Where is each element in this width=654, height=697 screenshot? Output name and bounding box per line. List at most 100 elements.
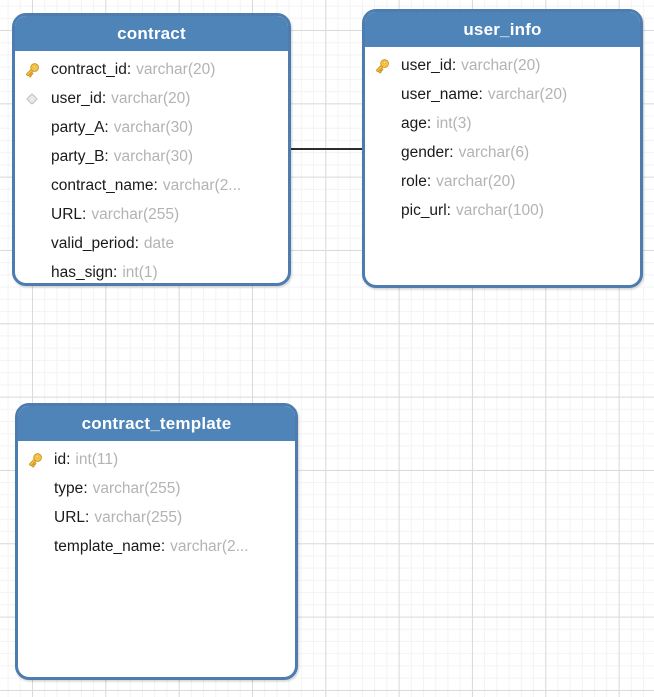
row-valid_period[interactable]: valid_period:date <box>15 229 288 258</box>
field-name: has_sign <box>51 264 114 281</box>
field-name: user_name <box>401 86 479 103</box>
field-type: varchar(20) <box>136 61 216 78</box>
field-separator: : <box>451 57 457 74</box>
field-name: type <box>54 480 84 497</box>
field-name: URL <box>51 206 83 223</box>
field-type: date <box>143 235 175 252</box>
row-id[interactable]: id:int(11) <box>18 445 295 474</box>
no-icon <box>372 173 392 191</box>
field-separator: : <box>126 61 132 78</box>
field-separator: : <box>426 173 432 190</box>
row-has_sign[interactable]: has_sign:int(1) <box>15 258 288 283</box>
field-separator: : <box>153 177 158 194</box>
field-type: varchar(30) <box>113 119 193 136</box>
foreign-key-icon <box>22 90 42 108</box>
no-icon <box>22 119 42 137</box>
field-separator: : <box>449 144 454 161</box>
field-name: user_id <box>51 90 102 107</box>
no-icon <box>22 206 42 224</box>
field-name: pic_url <box>401 202 447 219</box>
column-list: user_id:varchar(20)user_name:varchar(20)… <box>365 47 640 225</box>
row-user_id[interactable]: user_id:varchar(20) <box>365 51 640 80</box>
field-type: varchar(255) <box>91 206 180 223</box>
no-icon <box>22 235 42 253</box>
no-icon <box>372 144 392 162</box>
row-age[interactable]: age:int(3) <box>365 109 640 138</box>
field-type: varchar(100) <box>455 202 544 219</box>
row-party_A[interactable]: party_A:varchar(30) <box>15 113 288 142</box>
field-separator: : <box>104 119 109 136</box>
table-contract[interactable]: contract contract_id:varchar(20)user_id:… <box>12 13 291 286</box>
field-name: age <box>401 115 427 132</box>
primary-key-icon <box>22 61 42 79</box>
field-separator: : <box>134 235 139 252</box>
field-name: party_B <box>51 148 105 165</box>
row-party_B[interactable]: party_B:varchar(30) <box>15 142 288 171</box>
table-contract-template[interactable]: contract_template id:int(11)type:varchar… <box>15 403 298 680</box>
table-title: contract_template <box>81 414 232 433</box>
field-name: URL <box>54 509 86 526</box>
row-URL[interactable]: URL:varchar(255) <box>18 503 295 532</box>
field-separator: : <box>85 509 90 526</box>
table-header[interactable]: user_info <box>365 12 640 47</box>
row-type[interactable]: type:varchar(255) <box>18 474 295 503</box>
row-template_name[interactable]: template_name:varchar(2... <box>18 532 295 561</box>
row-gender[interactable]: gender:varchar(6) <box>365 138 640 167</box>
field-separator: : <box>478 86 483 103</box>
relation-line-contract-user_info[interactable] <box>290 148 363 150</box>
no-icon <box>372 86 392 104</box>
field-type: varchar(2... <box>162 177 242 194</box>
row-contract_id[interactable]: contract_id:varchar(20) <box>15 55 288 84</box>
row-role[interactable]: role:varchar(20) <box>365 167 640 196</box>
field-type: int(11) <box>75 451 119 468</box>
field-type: varchar(20) <box>487 86 568 103</box>
field-type: int(1) <box>122 264 158 281</box>
row-URL[interactable]: URL:varchar(255) <box>15 200 288 229</box>
field-separator: : <box>446 202 451 219</box>
field-type: varchar(255) <box>92 480 181 497</box>
field-separator: : <box>82 206 87 223</box>
table-header[interactable]: contract_template <box>18 406 295 441</box>
field-type: varchar(20) <box>111 90 191 107</box>
field-name: party_A <box>51 119 105 136</box>
field-separator: : <box>104 148 109 165</box>
field-name: template_name <box>54 538 161 555</box>
field-name: user_id <box>401 57 452 74</box>
no-icon <box>22 177 42 195</box>
primary-key-icon <box>372 57 392 75</box>
row-pic_url[interactable]: pic_url:varchar(100) <box>365 196 640 225</box>
row-user_id[interactable]: user_id:varchar(20) <box>15 84 288 113</box>
field-type: varchar(20) <box>436 173 516 190</box>
row-user_name[interactable]: user_name:varchar(20) <box>365 80 640 109</box>
no-icon <box>372 202 392 220</box>
field-separator: : <box>83 480 88 497</box>
no-icon <box>25 509 45 527</box>
no-icon <box>25 538 45 556</box>
field-separator: : <box>113 264 118 281</box>
column-list: contract_id:varchar(20)user_id:varchar(2… <box>15 51 288 283</box>
table-header[interactable]: contract <box>15 16 288 51</box>
field-type: varchar(2... <box>170 538 249 555</box>
field-type: varchar(30) <box>113 148 193 165</box>
field-type: int(3) <box>436 115 472 132</box>
field-name: id <box>54 451 67 468</box>
table-user-info[interactable]: user_info user_id:varchar(20)user_name:v… <box>362 9 643 288</box>
no-icon <box>25 480 45 498</box>
table-title: user_info <box>463 20 542 39</box>
field-separator: : <box>101 90 107 107</box>
no-icon <box>372 115 392 133</box>
field-name: contract_name <box>51 177 154 194</box>
column-list: id:int(11)type:varchar(255)URL:varchar(2… <box>18 441 295 561</box>
field-name: gender <box>401 144 450 161</box>
field-separator: : <box>66 451 71 468</box>
table-title: contract <box>117 24 186 43</box>
field-name: contract_id <box>51 61 127 78</box>
field-separator: : <box>426 115 432 132</box>
field-name: valid_period <box>51 235 135 252</box>
row-contract_name[interactable]: contract_name:varchar(2... <box>15 171 288 200</box>
field-name: role <box>401 173 427 190</box>
field-type: varchar(6) <box>458 144 530 161</box>
field-separator: : <box>160 538 166 555</box>
field-type: varchar(255) <box>94 509 183 526</box>
